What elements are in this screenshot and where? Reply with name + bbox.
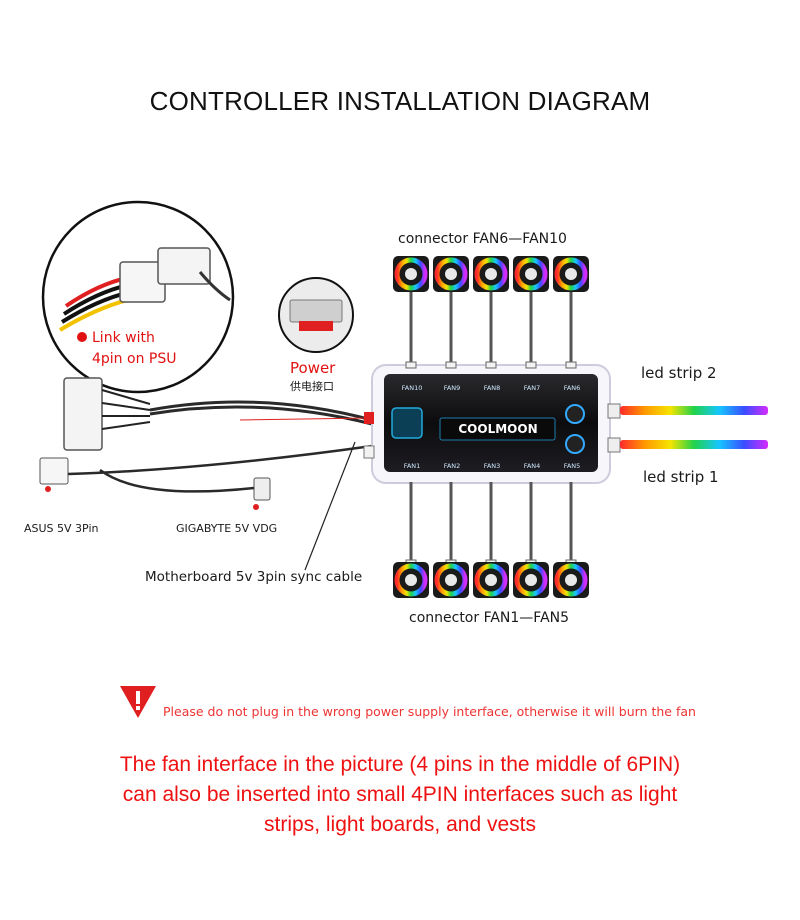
connector-bottom-label: connector FAN1—FAN5 [409,610,569,626]
psu-cable [149,400,373,422]
fan-cable-top-4-plug [525,361,537,369]
fan-port-bottom-3: FAN3 [484,462,501,470]
led-strip-1-label: led strip 1 [643,468,719,486]
power-cn-label: 供电接口 [290,379,334,393]
diagram-title: CONTROLLER INSTALLATION DIAGRAM [149,86,651,116]
fan-port-top-1: FAN10 [402,384,423,392]
asus-label: ASUS 5V 3Pin [24,522,99,535]
fan-port-top-3: FAN8 [484,384,501,392]
molex-connector [63,377,151,451]
fan-port-bottom-1: FAN1 [404,462,421,470]
note-line-1: The fan interface in the picture (4 pins… [119,753,681,776]
note-line-3: strips, light boards, and vests [264,813,536,836]
sync-pointer [304,441,356,571]
note-line-2: can also be inserted into small 4PIN int… [122,783,678,806]
fan-cable-top-3-plug [485,361,497,369]
link-psu-marker [77,332,87,342]
psu-zoom-callout [41,200,235,394]
fan-top-1 [393,256,429,292]
fan-bottom-1 [393,562,429,598]
fan-cable-top-5-plug [565,361,577,369]
fan-cable-top-2-plug [445,361,457,369]
warning-icon [120,686,156,718]
fan-port-bottom-2: FAN2 [444,462,461,470]
sync-cable-label: Motherboard 5v 3pin sync cable [145,569,362,585]
fan-top-3 [473,256,509,292]
note-text: The fan interface in the picture (4 pins… [40,750,760,840]
fan-top-4 [513,256,549,292]
asus-connector [39,444,373,492]
power-socket-photo [278,277,354,353]
fan-top-5 [553,256,589,292]
controller-board [363,364,611,484]
led-strip-2 [607,403,768,419]
fan-bottom-2 [433,562,469,598]
fan-top-2 [433,256,469,292]
fan-port-top-5: FAN6 [564,384,581,392]
link-psu-line1: Link with [92,330,155,346]
led-strip-2-label: led strip 2 [641,364,717,382]
gigabyte-label: GIGABYTE 5V VDG [176,522,277,535]
warning-text: Please do not plug in the wrong power su… [163,704,696,719]
led-strip-1 [607,437,768,453]
fan-port-top-2: FAN9 [444,384,461,392]
power-label: Power [290,359,336,377]
psu-cable-2 [149,405,373,426]
fan-port-top-4: FAN7 [524,384,541,392]
connector-top-label: connector FAN6—FAN10 [398,231,567,247]
fan-bottom-5 [553,562,589,598]
fan-port-bottom-5: FAN5 [564,462,581,470]
fan-cable-top-1-plug [405,361,417,369]
gigabyte-connector [99,468,271,510]
fan-bottom-4 [513,562,549,598]
fan-bottom-3 [473,562,509,598]
brand-label: COOLMOON [458,422,537,436]
link-psu-line2: 4pin on PSU [92,351,176,367]
fan-port-bottom-4: FAN4 [524,462,541,470]
power-pointer [239,417,371,421]
